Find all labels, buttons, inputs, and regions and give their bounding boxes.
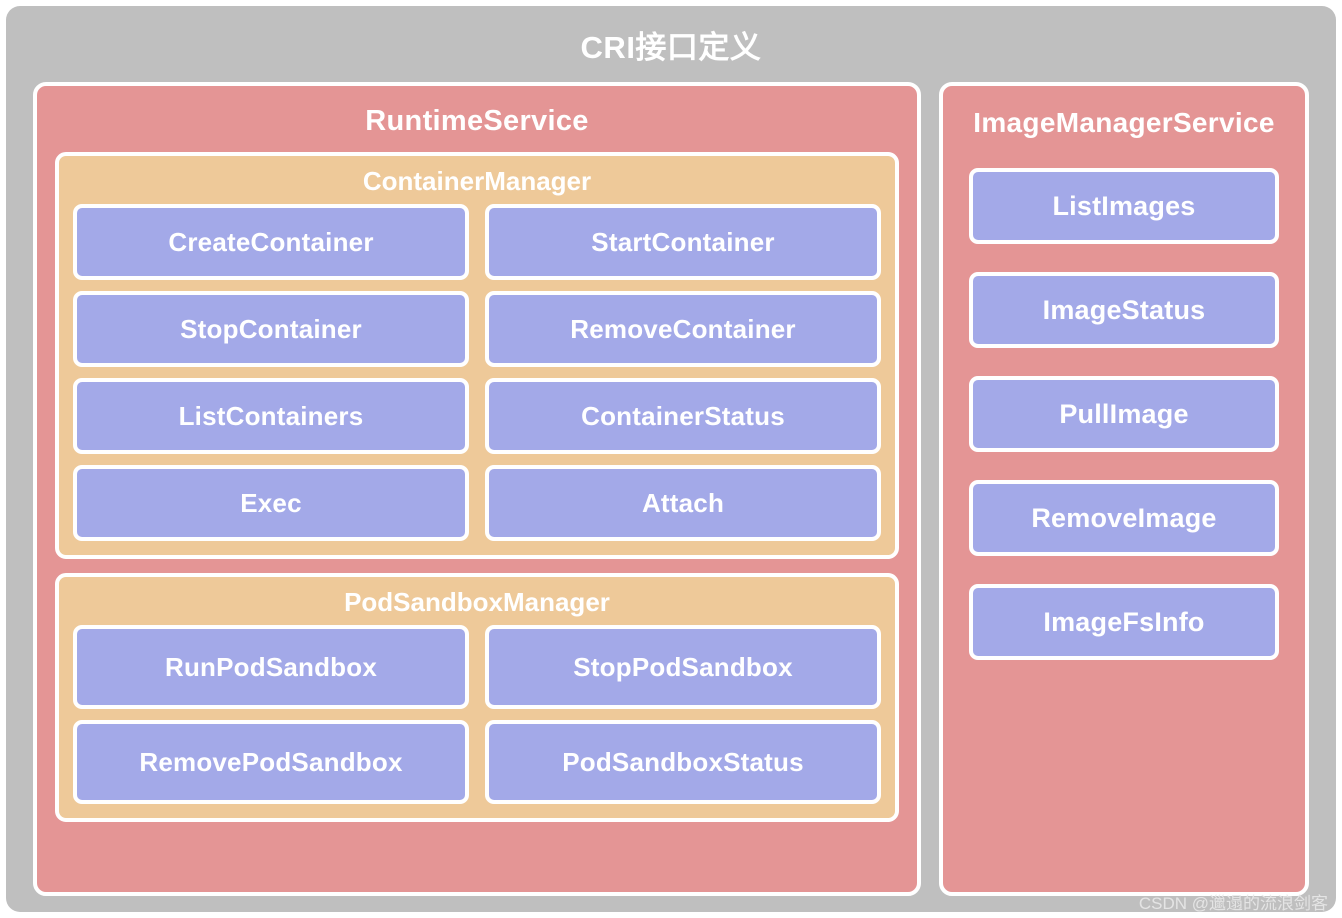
manager-box-pod-sandbox-manager: PodSandboxManager RunPodSandbox StopPodS… xyxy=(55,573,899,822)
method-grid-container-manager: CreateContainer StartContainer StopConta… xyxy=(73,204,881,541)
manager-title-container-manager: ContainerManager xyxy=(362,166,592,196)
method-box-stop-container[interactable]: StopContainer xyxy=(73,291,469,367)
method-box-pod-sandbox-status[interactable]: PodSandboxStatus xyxy=(485,720,881,804)
method-box-create-container[interactable]: CreateContainer xyxy=(73,204,469,280)
service-box-runtime-service: RuntimeService ContainerManager CreateCo… xyxy=(33,82,921,896)
method-box-remove-container[interactable]: RemoveContainer xyxy=(485,291,881,367)
service-box-image-manager-service: ImageManagerService ListImages ImageStat… xyxy=(939,82,1309,896)
method-box-image-fs-info[interactable]: ImageFsInfo xyxy=(969,584,1279,660)
csdn-watermark: CSDN @邋遢的流浪剑客 xyxy=(1138,894,1328,913)
outer-panel: CRI接口定义 RuntimeService ContainerManager … xyxy=(6,6,1336,912)
method-box-remove-pod-sandbox[interactable]: RemovePodSandbox xyxy=(73,720,469,804)
method-box-remove-image[interactable]: RemoveImage xyxy=(969,480,1279,556)
method-box-exec[interactable]: Exec xyxy=(73,465,469,541)
method-grid-pod-sandbox-manager: RunPodSandbox StopPodSandbox RemovePodSa… xyxy=(73,625,881,804)
method-box-attach[interactable]: Attach xyxy=(485,465,881,541)
method-box-list-containers[interactable]: ListContainers xyxy=(73,378,469,454)
service-columns: RuntimeService ContainerManager CreateCo… xyxy=(33,82,1309,896)
method-box-container-status[interactable]: ContainerStatus xyxy=(485,378,881,454)
method-box-image-status[interactable]: ImageStatus xyxy=(969,272,1279,348)
method-box-pull-image[interactable]: PullImage xyxy=(969,376,1279,452)
method-box-list-images[interactable]: ListImages xyxy=(969,168,1279,244)
method-list-image-manager-service: ListImages ImageStatus PullImage RemoveI… xyxy=(969,168,1279,660)
service-title-runtime-service: RuntimeService xyxy=(365,105,589,137)
page-title: CRI接口定义 xyxy=(580,30,762,65)
manager-box-container-manager: ContainerManager CreateContainer StartCo… xyxy=(55,152,899,559)
manager-title-pod-sandbox-manager: PodSandboxManager xyxy=(344,587,610,617)
method-box-run-pod-sandbox[interactable]: RunPodSandbox xyxy=(73,625,469,709)
method-box-stop-pod-sandbox[interactable]: StopPodSandbox xyxy=(485,625,881,709)
service-title-image-manager-service: ImageManagerService xyxy=(973,107,1275,138)
method-box-start-container[interactable]: StartContainer xyxy=(485,204,881,280)
